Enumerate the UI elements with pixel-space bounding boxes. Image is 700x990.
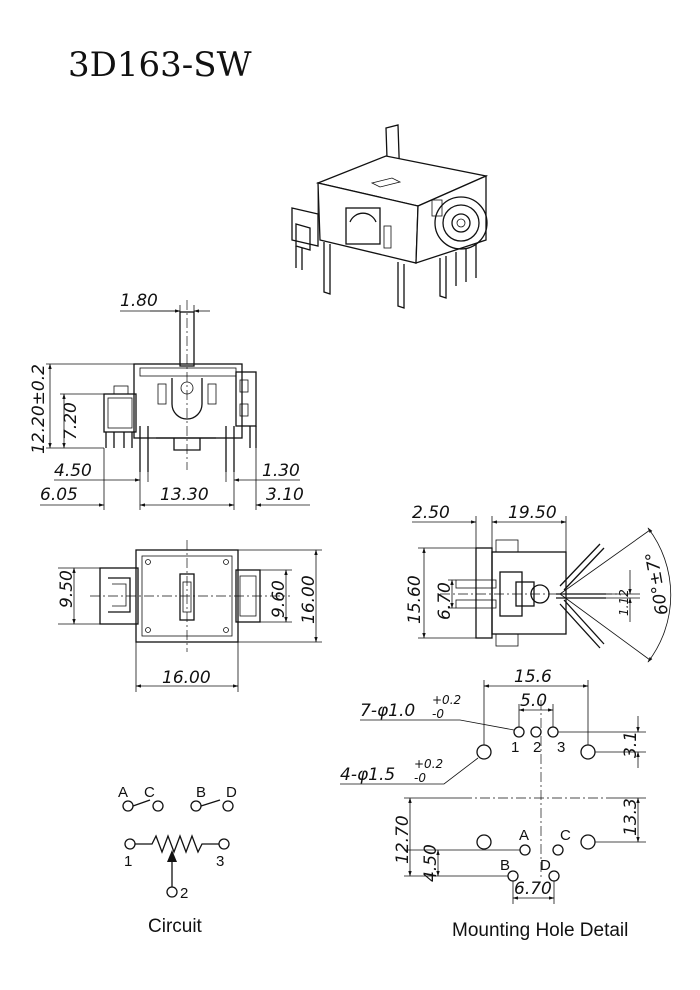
pot-pin-2-label: 2 [180, 885, 188, 902]
hole-pin-3-label: 3 [557, 739, 565, 756]
hole-pitch-dim: 5.0 [520, 691, 547, 711]
isometric-view [291, 124, 489, 309]
hole-b-label: B [500, 857, 510, 874]
hole-d-label: D [540, 857, 551, 874]
pot-pin-3-label: 3 [216, 853, 224, 870]
right-width-dim: 3.10 [266, 485, 304, 505]
top-view [90, 540, 290, 652]
row-offset-dim: 3.1 [621, 731, 641, 758]
center-width-dim: 13.30 [160, 485, 209, 505]
large-hole-spec: 4-φ1.5 [340, 765, 395, 785]
hole-pin-2-label: 2 [533, 739, 541, 756]
bottom-offset-dim: 4.50 [421, 844, 441, 882]
tilt-angle-dim: 60°±7° [642, 550, 673, 616]
row-spacing-dim: 13.3 [621, 798, 641, 836]
small-hole-spec: 7-φ1.0 [360, 701, 415, 721]
side-view [103, 300, 257, 472]
switch-b-label: B [196, 784, 206, 801]
end-body-width-dim: 19.50 [508, 503, 557, 523]
small-hole-tol-plus: +0.2 [432, 693, 461, 707]
switch-c-label: C [144, 784, 155, 801]
end-left-width-dim: 2.50 [412, 503, 450, 523]
top-overall-width-dim: 16.00 [162, 668, 211, 688]
end-overall-height-dim: 15.60 [405, 575, 425, 624]
top-view-dimensions: 9.50 9.60 16.00 16.00 [57, 549, 322, 692]
mounting-hole-dimensions: 15.6 5.0 7-φ1.0 +0.2 -0 4-φ1.5 +0.2 -0 3… [340, 667, 646, 904]
small-hole-tol-minus: -0 [432, 707, 444, 721]
end-view-dimensions: 2.50 19.50 15.60 6.70 1.12 60°±7° [405, 503, 673, 639]
hole-c-label: C [560, 827, 571, 844]
circuit-caption: Circuit [148, 916, 203, 937]
hole-a-label: A [519, 827, 529, 844]
left-width-dim: 6.05 [40, 485, 78, 505]
top-overall-height-dim: 16.00 [299, 575, 319, 624]
top-left-height-dim: 9.50 [57, 570, 77, 608]
end-inner-height-dim: 6.70 [435, 582, 455, 620]
circuit-diagram: A C B D 1 3 2 [118, 784, 237, 902]
mounting-caption: Mounting Hole Detail [452, 920, 628, 941]
switch-a-label: A [118, 784, 128, 801]
hole-span-dim: 15.6 [514, 667, 552, 687]
mounting-hole-detail: 1 2 3 A C B D [462, 700, 610, 882]
body-height-dim: 7.20 [61, 402, 81, 440]
pin-gap-dim: 1.30 [262, 461, 300, 481]
part-number-title: 3D163-SW [68, 45, 252, 85]
vertical-spacing-dim: 12.70 [393, 815, 413, 864]
left-offset-dim: 4.50 [54, 461, 92, 481]
large-hole-tol-minus: -0 [414, 771, 426, 785]
bottom-pitch-dim: 6.70 [514, 879, 552, 899]
end-view [440, 527, 672, 663]
overall-height-dim: 12.20±0.2 [29, 364, 49, 454]
side-view-dimensions: 1.80 12.20±0.2 7.20 4.50 1.30 6.05 13.30… [29, 291, 310, 510]
end-shaft-dia-dim: 1.12 [617, 589, 631, 616]
shaft-width-dim: 1.80 [120, 291, 158, 311]
large-hole-tol-plus: +0.2 [414, 757, 443, 771]
hole-pin-1-label: 1 [511, 739, 519, 756]
pot-pin-1-label: 1 [124, 853, 132, 870]
switch-d-label: D [226, 784, 237, 801]
top-right-height-dim: 9.60 [269, 580, 289, 618]
